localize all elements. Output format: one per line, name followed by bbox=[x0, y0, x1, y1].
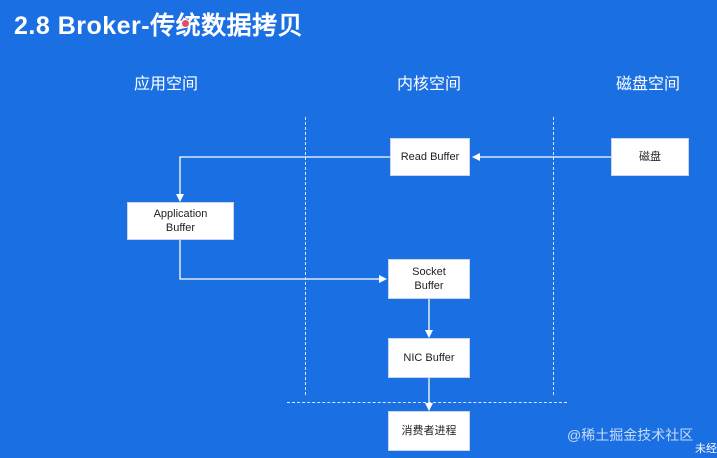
consumer-process-box: 消费者进程 bbox=[388, 411, 470, 451]
consumer-process-label: 消费者进程 bbox=[401, 425, 457, 437]
network-boundary-line bbox=[287, 402, 567, 403]
slide-title: 2.8 Broker-传统数据拷贝 bbox=[14, 12, 304, 40]
kernel-disk-divider bbox=[553, 117, 554, 395]
application-buffer-box: Application Buffer bbox=[127, 202, 234, 240]
read-buffer-label: Read Buffer bbox=[400, 151, 460, 163]
mouse-pointer-icon bbox=[181, 19, 190, 28]
nic-buffer-box: NIC Buffer bbox=[388, 338, 470, 378]
application-buffer-label-line1: Application bbox=[153, 208, 208, 220]
nic-buffer-label: NIC Buffer bbox=[403, 352, 455, 364]
region-label-disk: 磁盘空间 bbox=[615, 76, 681, 93]
corner-text: 未经 bbox=[695, 443, 717, 455]
region-label-app: 应用空间 bbox=[133, 76, 199, 93]
disk-box: 磁盘 bbox=[611, 138, 689, 176]
socket-buffer-box: Socket Buffer bbox=[388, 259, 470, 299]
arrow-read-buffer-to-application bbox=[176, 156, 390, 202]
socket-buffer-label-line2: Buffer bbox=[414, 280, 444, 292]
disk-label: 磁盘 bbox=[639, 151, 661, 163]
region-label-kernel: 内核空间 bbox=[396, 76, 462, 93]
app-kernel-divider bbox=[305, 117, 306, 395]
application-buffer-label-line2: Buffer bbox=[165, 222, 196, 234]
read-buffer-box: Read Buffer bbox=[390, 138, 470, 176]
socket-buffer-label-line1: Socket bbox=[412, 266, 446, 278]
arrow-application-to-socket bbox=[179, 240, 387, 283]
watermark-text: @稀土掘金技术社区 bbox=[567, 427, 694, 443]
